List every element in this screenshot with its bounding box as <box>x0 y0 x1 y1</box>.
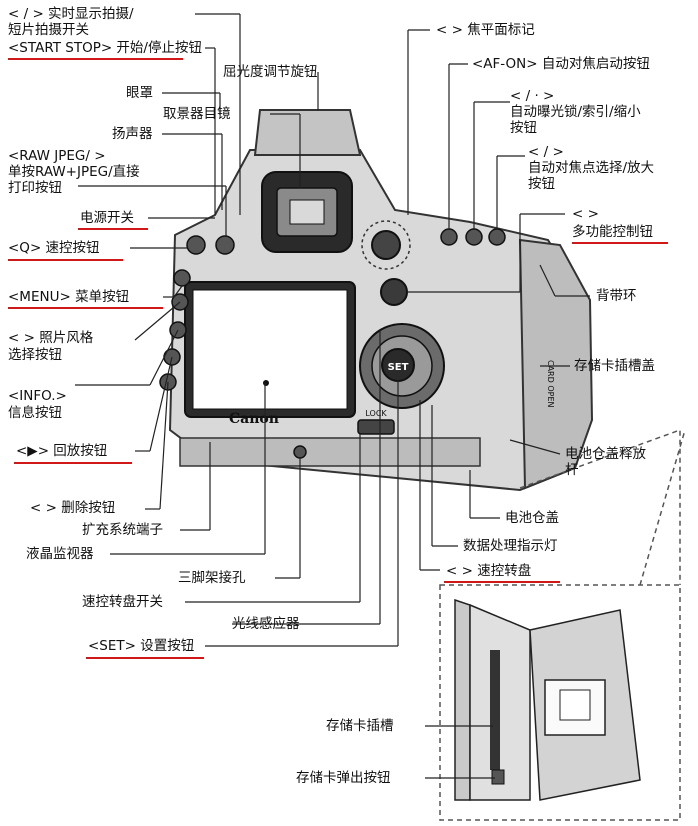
label-picture-style-2: 选择按钮 <box>8 347 62 363</box>
label-raw-jpeg-2: 单按RAW+JPEG/直接 <box>8 164 140 180</box>
label-liveview: < / > 实时显示拍摄/ <box>8 6 134 22</box>
card-slot-inset <box>439 428 686 821</box>
label-af-on: <AF-ON> 自动对焦启动按钮 <box>472 56 650 72</box>
multi-controller[interactable] <box>380 278 408 306</box>
label-power: 电源开关 <box>80 210 134 226</box>
label-af-point-3: 按钮 <box>528 176 555 192</box>
label-multi-controller-2: 多功能控制钮 <box>572 224 653 240</box>
label-qcd-switch: 速控转盘开关 <box>82 594 163 610</box>
label-battery-release-2: 杆 <box>565 462 579 478</box>
label-speaker: 扬声器 <box>112 126 153 142</box>
leader-lines <box>75 13 590 779</box>
label-lcd: 液晶监视器 <box>26 546 94 562</box>
underline-set <box>86 657 204 659</box>
label-quick-control-dial: < > 速控转盘 <box>446 563 532 579</box>
label-card-cover: 存储卡插槽盖 <box>574 358 655 374</box>
label-start-stop: <START STOP> 开始/停止按钮 <box>8 40 202 56</box>
underline-menu <box>8 307 163 309</box>
label-af-point: < / > <box>528 144 564 160</box>
underline-playback <box>14 462 132 464</box>
label-quick-control: <Q> 速控按钮 <box>8 240 100 256</box>
underline-qcd <box>444 581 560 583</box>
set-text: SET <box>388 362 409 373</box>
label-eyecup: 眼罩 <box>126 85 153 101</box>
label-set: <SET> 设置按钮 <box>88 638 195 654</box>
label-tripod: 三脚架接孔 <box>178 570 246 586</box>
ae-lock-button[interactable] <box>465 228 483 246</box>
raw-jpeg-button[interactable] <box>215 235 235 255</box>
label-raw-jpeg: <RAW JPEG/ > <box>8 148 106 164</box>
label-ae-lock: < / · > <box>510 88 555 104</box>
label-card-slot: 存储卡插槽 <box>326 718 394 734</box>
label-battery-release: 电池仓盖释放 <box>565 446 646 462</box>
qcd-lock-switch[interactable] <box>357 419 395 435</box>
canon-logo: Canon <box>229 411 279 427</box>
label-strap: 背带环 <box>596 288 637 304</box>
label-ae-lock-3: 按钮 <box>510 120 537 136</box>
label-erase: < > 删除按钮 <box>30 500 116 516</box>
label-multi-controller: < > <box>572 206 599 222</box>
label-focal-plane: < > 焦平面标记 <box>436 22 535 38</box>
label-raw-jpeg-3: 打印按钮 <box>8 180 62 196</box>
label-card-eject: 存储卡弹出按钮 <box>296 770 391 786</box>
label-access-lamp: 数据处理指示灯 <box>463 538 558 554</box>
af-on-button[interactable] <box>440 228 458 246</box>
liveview-switch[interactable] <box>371 230 401 260</box>
label-light-sensor: 光线感应器 <box>232 616 300 632</box>
label-info: <INFO.> <box>8 388 67 404</box>
label-liveview-2: 短片拍摄开关 <box>8 22 89 38</box>
label-extension: 扩充系统端子 <box>82 522 163 538</box>
underline-start-stop <box>8 58 183 60</box>
label-playback: <▶> 回放按钮 <box>16 443 108 459</box>
label-af-point-2: 自动对焦点选择/放大 <box>528 160 655 176</box>
label-battery-cover: 电池仓盖 <box>505 510 559 526</box>
tripod-socket <box>293 445 307 459</box>
lock-text: LOCK <box>365 409 387 418</box>
label-info-2: 信息按钮 <box>8 405 62 421</box>
af-point-button[interactable] <box>488 228 506 246</box>
underline-quick <box>8 259 123 261</box>
label-picture-style: < > 照片风格 <box>8 330 94 346</box>
label-ae-lock-2: 自动曝光锁/索引/缩小 <box>510 104 641 120</box>
quick-control-button[interactable] <box>186 235 206 255</box>
underline-power <box>78 228 148 230</box>
label-diopter: 屈光度调节旋钮 <box>223 64 318 80</box>
label-menu: <MENU> 菜单按钮 <box>8 289 130 305</box>
card-open-text: CARD OPEN <box>546 360 555 407</box>
camera-body: SET LOCK Canon CARD OPEN <box>159 109 594 492</box>
label-eyepiece: 取景器目镜 <box>163 106 231 122</box>
underline-multi <box>572 242 668 244</box>
menu-button[interactable] <box>173 269 191 287</box>
